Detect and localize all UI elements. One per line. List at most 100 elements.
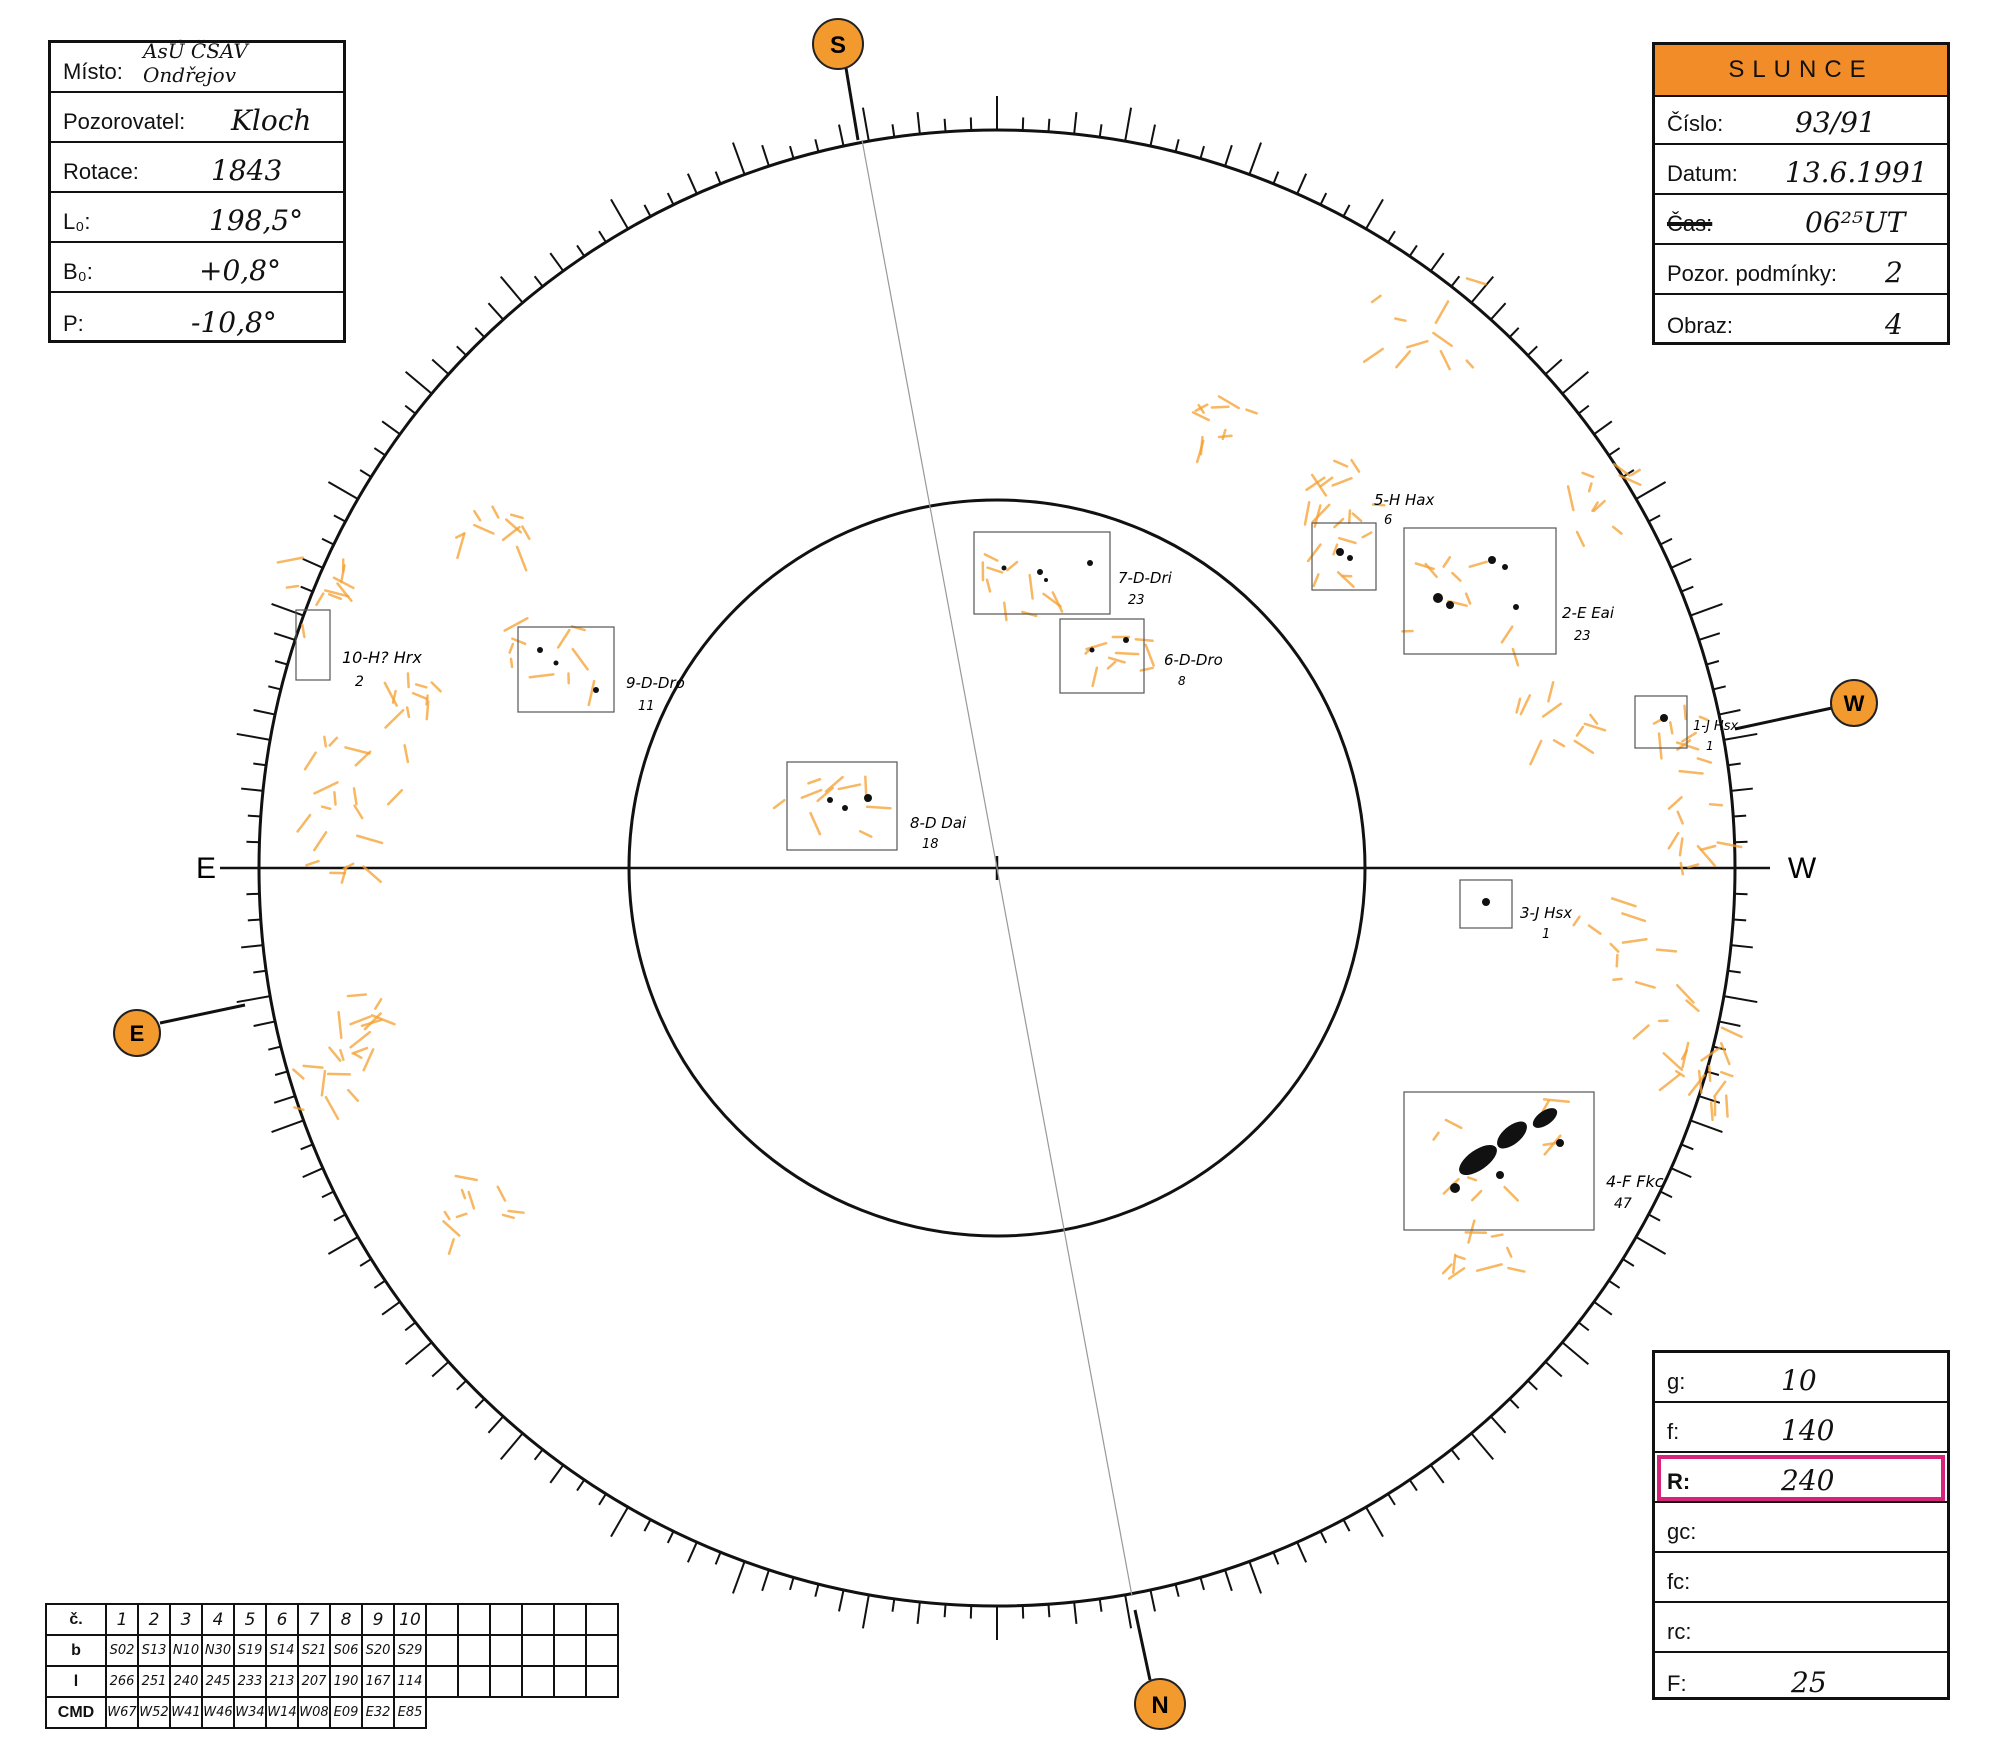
empty-cell — [521, 1665, 555, 1698]
empty-cell — [585, 1603, 619, 1636]
degree-tick — [1490, 302, 1507, 321]
facula-stroke — [1475, 1263, 1503, 1272]
table-cell: 6 — [265, 1603, 299, 1636]
facula-stroke — [467, 1190, 476, 1210]
facula-stroke — [1042, 592, 1062, 608]
degree-tick — [1248, 142, 1262, 175]
degree-tick — [1622, 1258, 1635, 1267]
facula-stroke — [1114, 651, 1140, 656]
degree-tick — [549, 252, 565, 272]
gc-label: gc: — [1667, 1519, 1697, 1544]
degree-tick — [474, 327, 486, 338]
degree-tick — [814, 1583, 820, 1597]
degree-tick — [1073, 1601, 1078, 1624]
group-5-label: 5-H Hax — [1374, 491, 1434, 509]
degree-tick — [431, 358, 450, 375]
facula-stroke — [1447, 1267, 1466, 1280]
facula-stroke — [340, 865, 348, 884]
facula-stroke — [349, 1015, 372, 1026]
facula-stroke — [454, 1174, 478, 1182]
degree-tick — [1490, 1415, 1507, 1434]
facula-stroke — [352, 787, 358, 806]
degree-tick — [732, 142, 746, 175]
facula-stroke — [391, 689, 397, 704]
facula-stroke — [1336, 571, 1355, 588]
n-marker-circle — [1134, 1678, 1186, 1730]
facula-stroke — [501, 1213, 515, 1220]
table-cell: S02 — [105, 1634, 139, 1667]
facula-stroke — [324, 1095, 340, 1121]
facula-stroke — [328, 736, 339, 747]
facula-stroke — [386, 789, 404, 806]
sunspot-group-1: 1-J Hsx 1 — [1634, 695, 1738, 753]
observation-info-box: Místo: AsÚ ČSAV Ondřejov Pozorovatel: Kl… — [48, 39, 346, 343]
row-gc: gc: — [1655, 1503, 1947, 1553]
degree-tick — [274, 1070, 288, 1076]
degree-tick — [533, 1448, 544, 1461]
degree-tick — [916, 1601, 921, 1624]
degree-tick — [1508, 1398, 1520, 1409]
facula-stroke — [507, 1209, 525, 1214]
facula-stroke — [509, 513, 524, 520]
table-cell: 5 — [233, 1603, 267, 1636]
degree-tick — [838, 1589, 845, 1612]
facula-stroke — [346, 1088, 360, 1103]
degree-tick — [714, 171, 722, 185]
spot — [1446, 601, 1454, 609]
degree-tick — [404, 404, 417, 415]
table-cell: N10 — [169, 1634, 203, 1667]
degree-tick — [549, 1464, 565, 1484]
facula-stroke — [1615, 953, 1619, 968]
degree-tick — [268, 685, 282, 691]
facula-stroke — [1451, 1253, 1457, 1274]
facula-stroke — [1464, 592, 1472, 605]
facula-stroke — [1687, 1073, 1706, 1096]
e-marker-circle — [113, 1009, 161, 1057]
facula-stroke — [1245, 408, 1258, 415]
table-cell: W52 — [137, 1696, 171, 1729]
facula-stroke — [276, 556, 305, 564]
group-4-label: 4-F Fkc — [1606, 1172, 1664, 1191]
group-8-count: 18 — [922, 837, 939, 852]
facula-stroke — [460, 1188, 467, 1200]
p-value: -10,8° — [191, 306, 277, 339]
degree-tick — [1706, 1070, 1720, 1076]
facula-stroke — [1658, 1073, 1681, 1092]
facula-stroke — [328, 1046, 342, 1062]
w-marker-circle — [1830, 679, 1878, 727]
group-10-box — [295, 609, 331, 681]
spot — [1037, 569, 1043, 575]
degree-tick — [1648, 514, 1661, 523]
degree-tick — [916, 112, 921, 135]
degree-tick — [1561, 1341, 1590, 1365]
spot — [1087, 560, 1093, 566]
facula-stroke — [1621, 912, 1647, 923]
degree-tick — [1387, 1493, 1396, 1506]
compass-marker-s: S — [812, 18, 864, 70]
facula-stroke — [1303, 500, 1311, 526]
degree-tick — [404, 371, 433, 395]
degree-tick — [1098, 124, 1103, 138]
degree-tick — [1635, 1236, 1667, 1255]
facula-stroke — [363, 1012, 382, 1031]
empty-cell — [585, 1665, 619, 1698]
empty-cell — [489, 1603, 523, 1636]
degree-tick — [236, 995, 271, 1004]
table-cell: S20 — [361, 1634, 395, 1667]
facula-stroke — [1332, 543, 1339, 556]
group-9-count: 11 — [638, 699, 655, 714]
empty-cell — [553, 1603, 587, 1636]
degree-tick — [789, 145, 795, 159]
degree-tick — [1635, 481, 1667, 500]
facula-stroke — [1566, 485, 1575, 512]
pozorovatel-label: Pozorovatel: — [63, 109, 186, 134]
facula-stroke — [772, 798, 786, 810]
facula-stroke — [587, 679, 596, 707]
cislo-value: 93/91 — [1795, 106, 1876, 139]
degree-tick — [732, 1561, 746, 1594]
facula-stroke — [1394, 317, 1407, 322]
facula-stroke — [1197, 403, 1205, 414]
facula-stroke — [354, 750, 372, 767]
degree-tick — [1450, 275, 1461, 288]
facula-stroke — [824, 775, 844, 793]
